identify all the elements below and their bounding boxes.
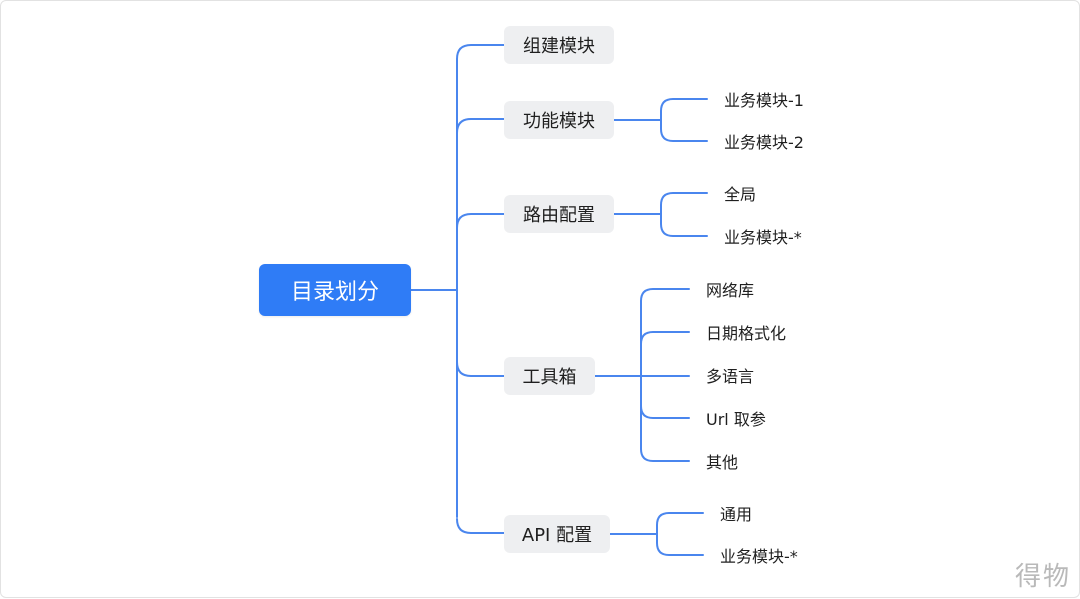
leaf-label: 业务模块-* <box>724 228 802 247</box>
root-label: 目录划分 <box>290 280 379 305</box>
connector-b5-c2 <box>656 533 704 556</box>
leaf-label: 网络库 <box>706 281 755 300</box>
connector-b4-c5 <box>640 448 690 462</box>
connector-b4-c1 <box>640 288 690 302</box>
leaf-label: 多语言 <box>706 367 755 386</box>
branch-label: 功能模块 <box>523 111 595 132</box>
connector-branch-3 <box>456 213 505 229</box>
branch-node-1[interactable]: 组建模块 <box>504 26 614 64</box>
branch-node-3[interactable]: 路由配置 <box>504 195 614 233</box>
leaf-label: 日期格式化 <box>706 324 787 343</box>
leaf-label: 全局 <box>724 185 757 204</box>
leaf-label: Url 取参 <box>706 410 766 429</box>
connector-b3-c2 <box>660 213 708 237</box>
connector-branch-2 <box>456 118 505 134</box>
leaf-label: 通用 <box>720 505 753 524</box>
leaf-node[interactable]: 日期格式化 <box>706 321 786 343</box>
connector-branch-5 <box>456 518 505 534</box>
leaf-label: 业务模块-2 <box>724 133 804 152</box>
branch-node-4[interactable]: 工具箱 <box>504 357 595 395</box>
branch-label: 组建模块 <box>523 36 595 57</box>
branch-node-5[interactable]: API 配置 <box>504 515 610 553</box>
root-node[interactable]: 目录划分 <box>259 264 411 316</box>
branch-label: 工具箱 <box>522 367 577 388</box>
leaf-node[interactable]: 网络库 <box>706 278 754 300</box>
connector-b4-c2 <box>640 331 690 345</box>
leaf-node[interactable]: 全局 <box>724 182 756 204</box>
leaf-node[interactable]: 业务模块-2 <box>724 130 804 152</box>
leaf-node[interactable]: 业务模块-1 <box>724 88 804 110</box>
leaf-label: 其他 <box>706 453 739 472</box>
connector-b3-c1 <box>660 192 708 215</box>
leaf-node[interactable]: 通用 <box>720 502 752 524</box>
branch-label: API 配置 <box>521 525 593 546</box>
branch-label: 路由配置 <box>523 205 595 226</box>
leaf-node[interactable]: 业务模块-* <box>720 544 798 566</box>
leaf-node[interactable]: 业务模块-* <box>724 225 802 247</box>
connector-branch-4 <box>456 361 505 377</box>
branch-node-2[interactable]: 功能模块 <box>504 101 614 139</box>
leaf-node[interactable]: 其他 <box>706 450 738 472</box>
leaf-node[interactable]: 多语言 <box>706 364 754 386</box>
connector-b4-c4 <box>640 405 690 419</box>
connector-b5-c1 <box>656 512 704 535</box>
connector-branch-1 <box>456 44 505 60</box>
connector-b2-c2 <box>660 119 708 142</box>
watermark: 得物 <box>1014 562 1071 592</box>
leaf-label: 业务模块-1 <box>724 91 804 110</box>
leaf-label: 业务模块-* <box>720 547 798 566</box>
leaf-node[interactable]: Url 取参 <box>706 407 766 429</box>
connector-b2-c1 <box>660 98 708 121</box>
